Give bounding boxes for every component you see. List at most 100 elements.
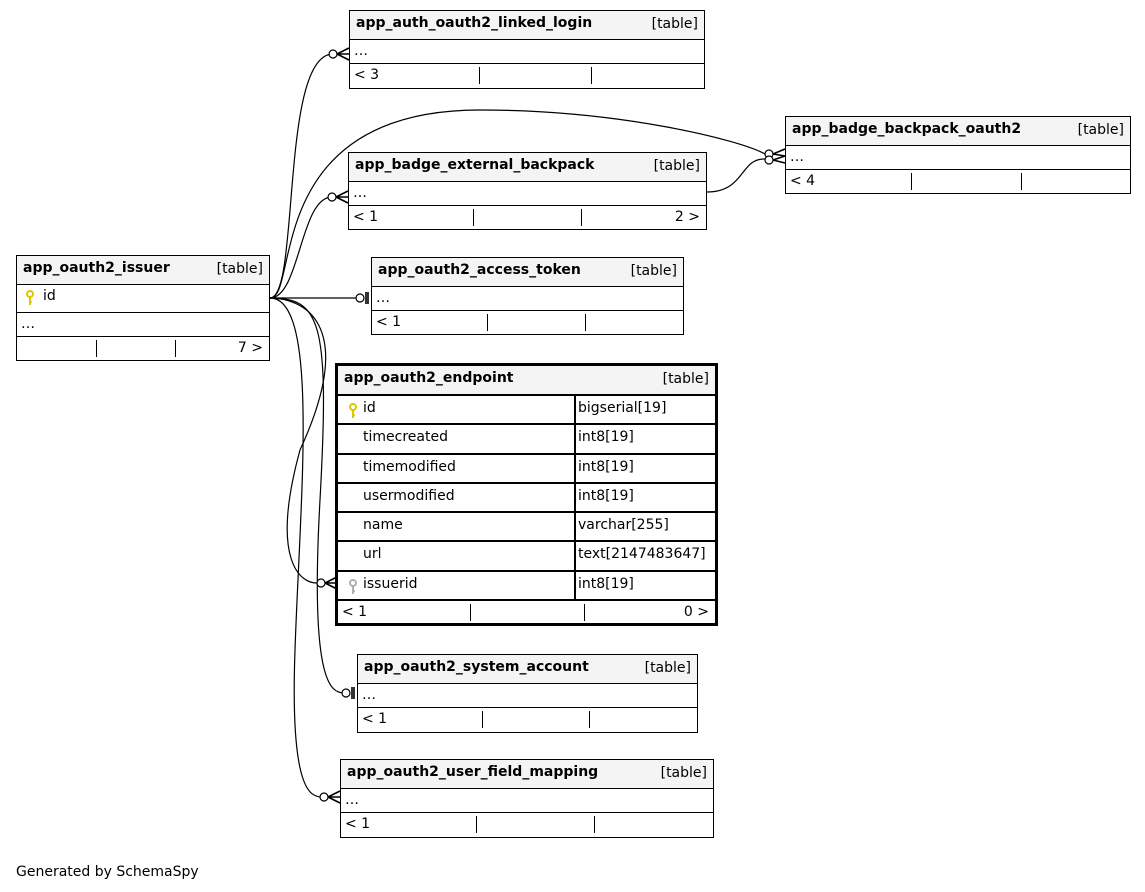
table-header: app_auth_oauth2_linked_login [table] xyxy=(350,11,704,40)
column-row-issuerid[interactable]: issuerid int8[19] xyxy=(338,571,715,602)
table-footer: 7 > xyxy=(17,337,269,360)
more-columns-row: … xyxy=(372,287,683,311)
column-type: int8[19] xyxy=(578,575,634,592)
parent-count: < 1 xyxy=(353,209,379,225)
table-kind-label: [table] xyxy=(630,263,677,279)
parent-count: < 4 xyxy=(790,173,816,189)
table-header: app_oauth2_system_account [table] xyxy=(358,655,697,684)
table-name[interactable]: app_badge_backpack_oauth2 xyxy=(792,121,1022,137)
table-app-oauth2-user-field-mapping[interactable]: app_oauth2_user_field_mapping [table] … … xyxy=(340,759,714,838)
table-footer: < 4 xyxy=(786,170,1130,193)
table-name[interactable]: app_oauth2_access_token xyxy=(378,262,581,278)
table-name[interactable]: app_auth_oauth2_linked_login xyxy=(356,15,593,31)
table-footer: < 1 0 > xyxy=(338,601,715,624)
table-header: app_badge_external_backpack [table] xyxy=(349,153,706,182)
child-count: 0 > xyxy=(683,604,709,621)
ellipsis: … xyxy=(790,149,804,165)
table-app-oauth2-endpoint[interactable]: app_oauth2_endpoint [table] id bigserial… xyxy=(335,363,718,626)
column-type: int8[19] xyxy=(578,429,634,446)
crowfoot-marker xyxy=(772,155,786,164)
edge-system-account xyxy=(269,297,345,694)
edge-badge-backpack-oauth2 xyxy=(269,109,766,299)
table-header: app_oauth2_user_field_mapping [table] xyxy=(341,760,713,789)
column-type: int8[19] xyxy=(578,458,634,475)
table-header: app_badge_backpack_oauth2 [table] xyxy=(786,117,1130,146)
crowfoot-marker xyxy=(772,148,786,157)
column-row-id[interactable]: id bigserial[19] xyxy=(338,396,715,426)
table-kind-label: [table] xyxy=(644,660,691,676)
column-name: usermodified xyxy=(363,487,455,504)
table-name[interactable]: app_oauth2_issuer xyxy=(23,260,170,276)
table-name[interactable]: app_oauth2_system_account xyxy=(364,659,589,675)
table-kind-label: [table] xyxy=(216,261,263,277)
column-type: text[2147483647] xyxy=(578,546,706,563)
more-columns-row: … xyxy=(786,146,1130,170)
column-type: varchar[255] xyxy=(578,517,669,534)
table-header: app_oauth2_endpoint [table] xyxy=(338,366,715,396)
child-count: 7 > xyxy=(237,340,263,356)
edge-user-field-mapping xyxy=(269,297,323,798)
more-columns-row: … xyxy=(358,684,697,708)
column-row-timecreated[interactable]: timecreated int8[19] xyxy=(338,425,715,455)
ellipsis: … xyxy=(353,185,367,201)
one-bar-marker xyxy=(365,292,369,304)
table-footer: < 1 xyxy=(341,813,713,836)
ellipsis: … xyxy=(354,43,368,59)
edge-end-circle xyxy=(316,578,326,588)
column-name: id xyxy=(363,400,376,416)
table-header: app_oauth2_access_token [table] xyxy=(372,258,683,287)
edge-end-circle xyxy=(327,192,337,202)
primary-key-icon xyxy=(349,403,357,418)
more-columns-row: … xyxy=(341,789,713,813)
edge-end-circle xyxy=(319,792,329,802)
table-name[interactable]: app_oauth2_user_field_mapping xyxy=(347,764,599,780)
ellipsis: … xyxy=(376,290,390,306)
table-kind-label: [table] xyxy=(651,16,698,32)
more-columns-row: … xyxy=(17,313,269,337)
table-app-oauth2-access-token[interactable]: app_oauth2_access_token [table] … < 1 xyxy=(371,257,684,335)
column-row-timemodified[interactable]: timemodified int8[19] xyxy=(338,454,715,484)
table-app-badge-backpack-oauth2[interactable]: app_badge_backpack_oauth2 [table] … < 4 xyxy=(785,116,1131,194)
crowfoot-marker xyxy=(336,47,350,61)
table-kind-label: [table] xyxy=(1077,122,1124,138)
table-name[interactable]: app_oauth2_endpoint xyxy=(344,370,514,386)
more-columns-row: … xyxy=(349,182,706,206)
column-row[interactable]: id xyxy=(17,285,269,313)
edge-badge-external-backpack xyxy=(269,196,333,299)
column-name: id xyxy=(43,288,56,304)
foreign-key-icon xyxy=(349,578,357,594)
ellipsis: … xyxy=(362,687,376,703)
table-app-auth-oauth2-linked-login[interactable]: app_auth_oauth2_linked_login [table] … <… xyxy=(349,10,705,89)
table-footer: < 1 xyxy=(372,311,683,334)
parent-count: < 1 xyxy=(342,604,368,621)
table-name[interactable]: app_badge_external_backpack xyxy=(355,157,595,173)
table-kind-label: [table] xyxy=(662,371,709,387)
column-row-name[interactable]: name varchar[255] xyxy=(338,513,715,543)
table-app-oauth2-issuer[interactable]: app_oauth2_issuer [table] id … 7 > xyxy=(16,255,270,361)
edge-end-circle xyxy=(341,688,351,698)
table-footer: < 1 xyxy=(358,708,697,731)
column-name: url xyxy=(363,546,382,563)
parent-count: < 1 xyxy=(362,711,388,727)
table-kind-label: [table] xyxy=(660,765,707,781)
crowfoot-marker xyxy=(335,190,349,204)
one-bar-marker xyxy=(351,687,355,699)
parent-count: < 1 xyxy=(376,314,402,330)
ellipsis: … xyxy=(21,316,35,332)
column-type: int8[19] xyxy=(578,487,634,504)
edge-end-circle xyxy=(328,49,338,59)
column-name: issuerid xyxy=(363,575,418,592)
edge-end-circle xyxy=(764,155,774,165)
column-row-url[interactable]: url text[2147483647] xyxy=(338,542,715,572)
table-app-badge-external-backpack[interactable]: app_badge_external_backpack [table] … < … xyxy=(348,152,707,230)
edge-linked-login xyxy=(269,53,334,299)
edge-external-to-oauth2 xyxy=(706,158,766,193)
column-name: name xyxy=(363,517,403,534)
more-columns-row: … xyxy=(350,40,704,64)
table-app-oauth2-system-account[interactable]: app_oauth2_system_account [table] … < 1 xyxy=(357,654,698,733)
column-row-usermodified[interactable]: usermodified int8[19] xyxy=(338,483,715,514)
table-footer: < 3 xyxy=(350,64,704,87)
crowfoot-marker xyxy=(327,790,341,804)
ellipsis: … xyxy=(345,792,359,808)
